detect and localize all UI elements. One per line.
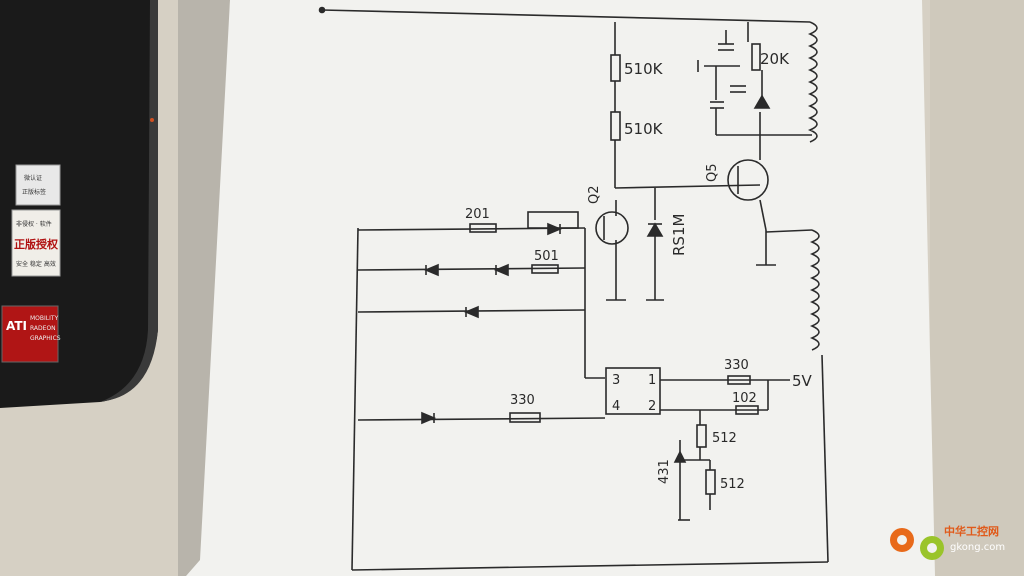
opto-pin-1: 1 [648,373,656,388]
label-431: 431 [657,459,672,484]
small-sticker-line2: 正版标签 [22,188,46,196]
label-512-a: 512 [712,431,737,446]
label-rs1m: RS1M [670,214,688,256]
ati-line2: RADEON [30,325,56,332]
opto-pin-4: 4 [612,399,620,414]
schematic-labels: 510K 510K 20K 201 501 330 330 102 512 51… [465,50,813,492]
ati-brand: ATI [6,319,27,333]
license-sticker: 非侵权 · 软件 正版授权 安全 稳定 高效 [11,209,61,277]
opto-pin-3: 3 [612,373,620,388]
license-main: 正版授权 [14,237,59,251]
opto-pin-2: 2 [648,399,656,414]
label-512-b: 512 [720,477,745,492]
ati-line1: MOBILITY [30,315,59,322]
circuit-schematic [318,6,829,571]
label-201: 201 [465,207,490,222]
label-q2: Q2 [587,185,602,204]
ati-badge: ATI MOBILITY RADEON GRAPHICS [1,305,61,363]
license-line1: 非侵权 · 软件 [16,220,52,228]
label-102: 102 [732,391,757,406]
small-sticker: 微认证 正版标签 [15,164,61,206]
label-501: 501 [534,249,559,264]
label-330-out: 330 [724,358,749,373]
label-330-in: 330 [510,393,535,408]
label-q5: Q5 [705,163,720,182]
label-510k-mid: 510K [624,120,664,138]
label-20k: 20K [760,50,790,68]
site-watermark: 中华工控网 gkong.com [890,524,1005,560]
watermark-site-name: 中华工控网 [944,524,999,538]
small-sticker-line1: 微认证 [24,174,42,182]
paper-sheet [178,0,935,576]
watermark-url: gkong.com [950,542,1005,553]
ati-line3: GRAPHICS [30,335,61,342]
label-510k-top: 510K [624,60,664,78]
laptop: 微认证 正版标签 非侵权 · 软件 正版授权 安全 稳定 高效 ATI MOBI… [0,0,158,408]
label-5v: 5V [792,372,813,390]
license-line3: 安全 稳定 高效 [16,260,56,268]
